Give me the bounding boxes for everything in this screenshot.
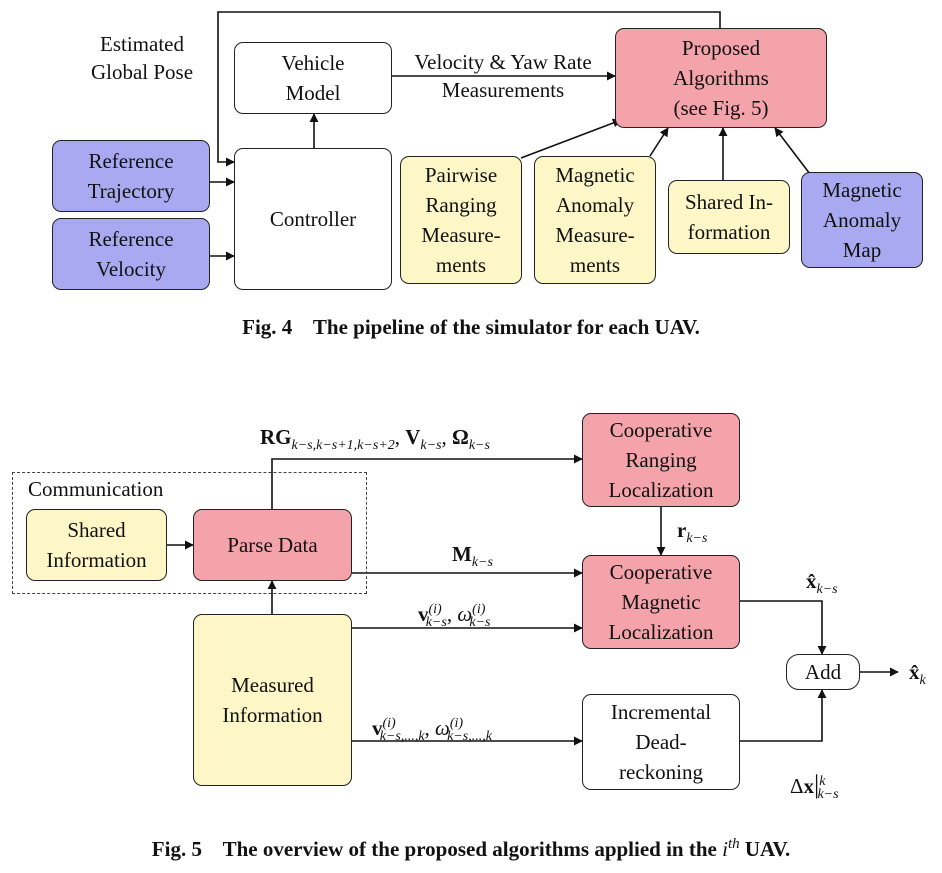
- shared-information-box: Shared In- formation: [668, 180, 790, 254]
- fig5-caption: Fig. 5 The overview of the proposed algo…: [151, 836, 791, 861]
- pairwise-ranging-box: Pairwise Ranging Measure- ments: [400, 156, 522, 284]
- magnetic-anomaly-measurements-box: Magnetic Anomaly Measure- ments: [534, 156, 656, 284]
- arrow-parse-to-ranging: [271, 454, 583, 509]
- xhat-k-label: x̂k: [909, 660, 926, 689]
- xhat-ks-label: x̂k−s: [806, 569, 838, 598]
- incremental-dead-reckoning-box: Incremental Dead- reckoning: [582, 694, 740, 790]
- reference-trajectory-box: Reference Trajectory: [52, 140, 210, 212]
- fig4-caption: Fig. 4 The pipeline of the simulator for…: [242, 315, 700, 339]
- parse-data-box: Parse Data: [193, 509, 352, 581]
- measured-information-box: Measured Information: [193, 614, 352, 786]
- magnetic-anomaly-map-box: Magnetic Anomaly Map: [801, 172, 923, 268]
- v-omega-label: v(i)k−s, ω(i)k−s: [418, 602, 491, 631]
- communication-region: [12, 472, 367, 594]
- shared-information-box-fig5: Shared Information: [26, 509, 167, 581]
- cooperative-ranging-box: Cooperative Ranging Localization: [582, 413, 740, 507]
- rg-v-omega-label: RGk−s,k−s+1,k−s+2, Vk−s, Ωk−s: [260, 425, 490, 454]
- communication-label: Communication: [28, 477, 164, 501]
- arrow-feedback-pose: [217, 11, 721, 167]
- arrow-magnetic-to-add: [740, 600, 827, 655]
- r-label: rk−s: [677, 518, 708, 547]
- reference-velocity-box: Reference Velocity: [52, 218, 210, 290]
- cooperative-magnetic-box: Cooperative Magnetic Localization: [582, 555, 740, 649]
- proposed-algorithms-box: Proposed Algorithms (see Fig. 5): [615, 28, 827, 128]
- delta-x-label: Δx|kk−s: [790, 770, 839, 803]
- m-label: Mk−s: [452, 542, 493, 571]
- v-omega-range-label: v(i)k−s,...,k, ω(i)k−s,...,k: [372, 716, 492, 745]
- arrow-magmeas-to-algorithms: [649, 127, 669, 157]
- arrow-deadreckoning-to-add: [740, 689, 827, 742]
- arrow-map-to-algorithms: [774, 127, 811, 175]
- add-box: Add: [786, 654, 860, 690]
- arrow-pairwise-to-algorithms: [520, 118, 622, 159]
- vehicle-model-box: Vehicle Model: [234, 42, 392, 114]
- controller-box: Controller: [234, 148, 392, 290]
- velocity-yaw-label: Velocity & Yaw Rate Measurements: [414, 50, 592, 102]
- estimated-global-pose-label: Estimated Global Pose: [90, 32, 194, 84]
